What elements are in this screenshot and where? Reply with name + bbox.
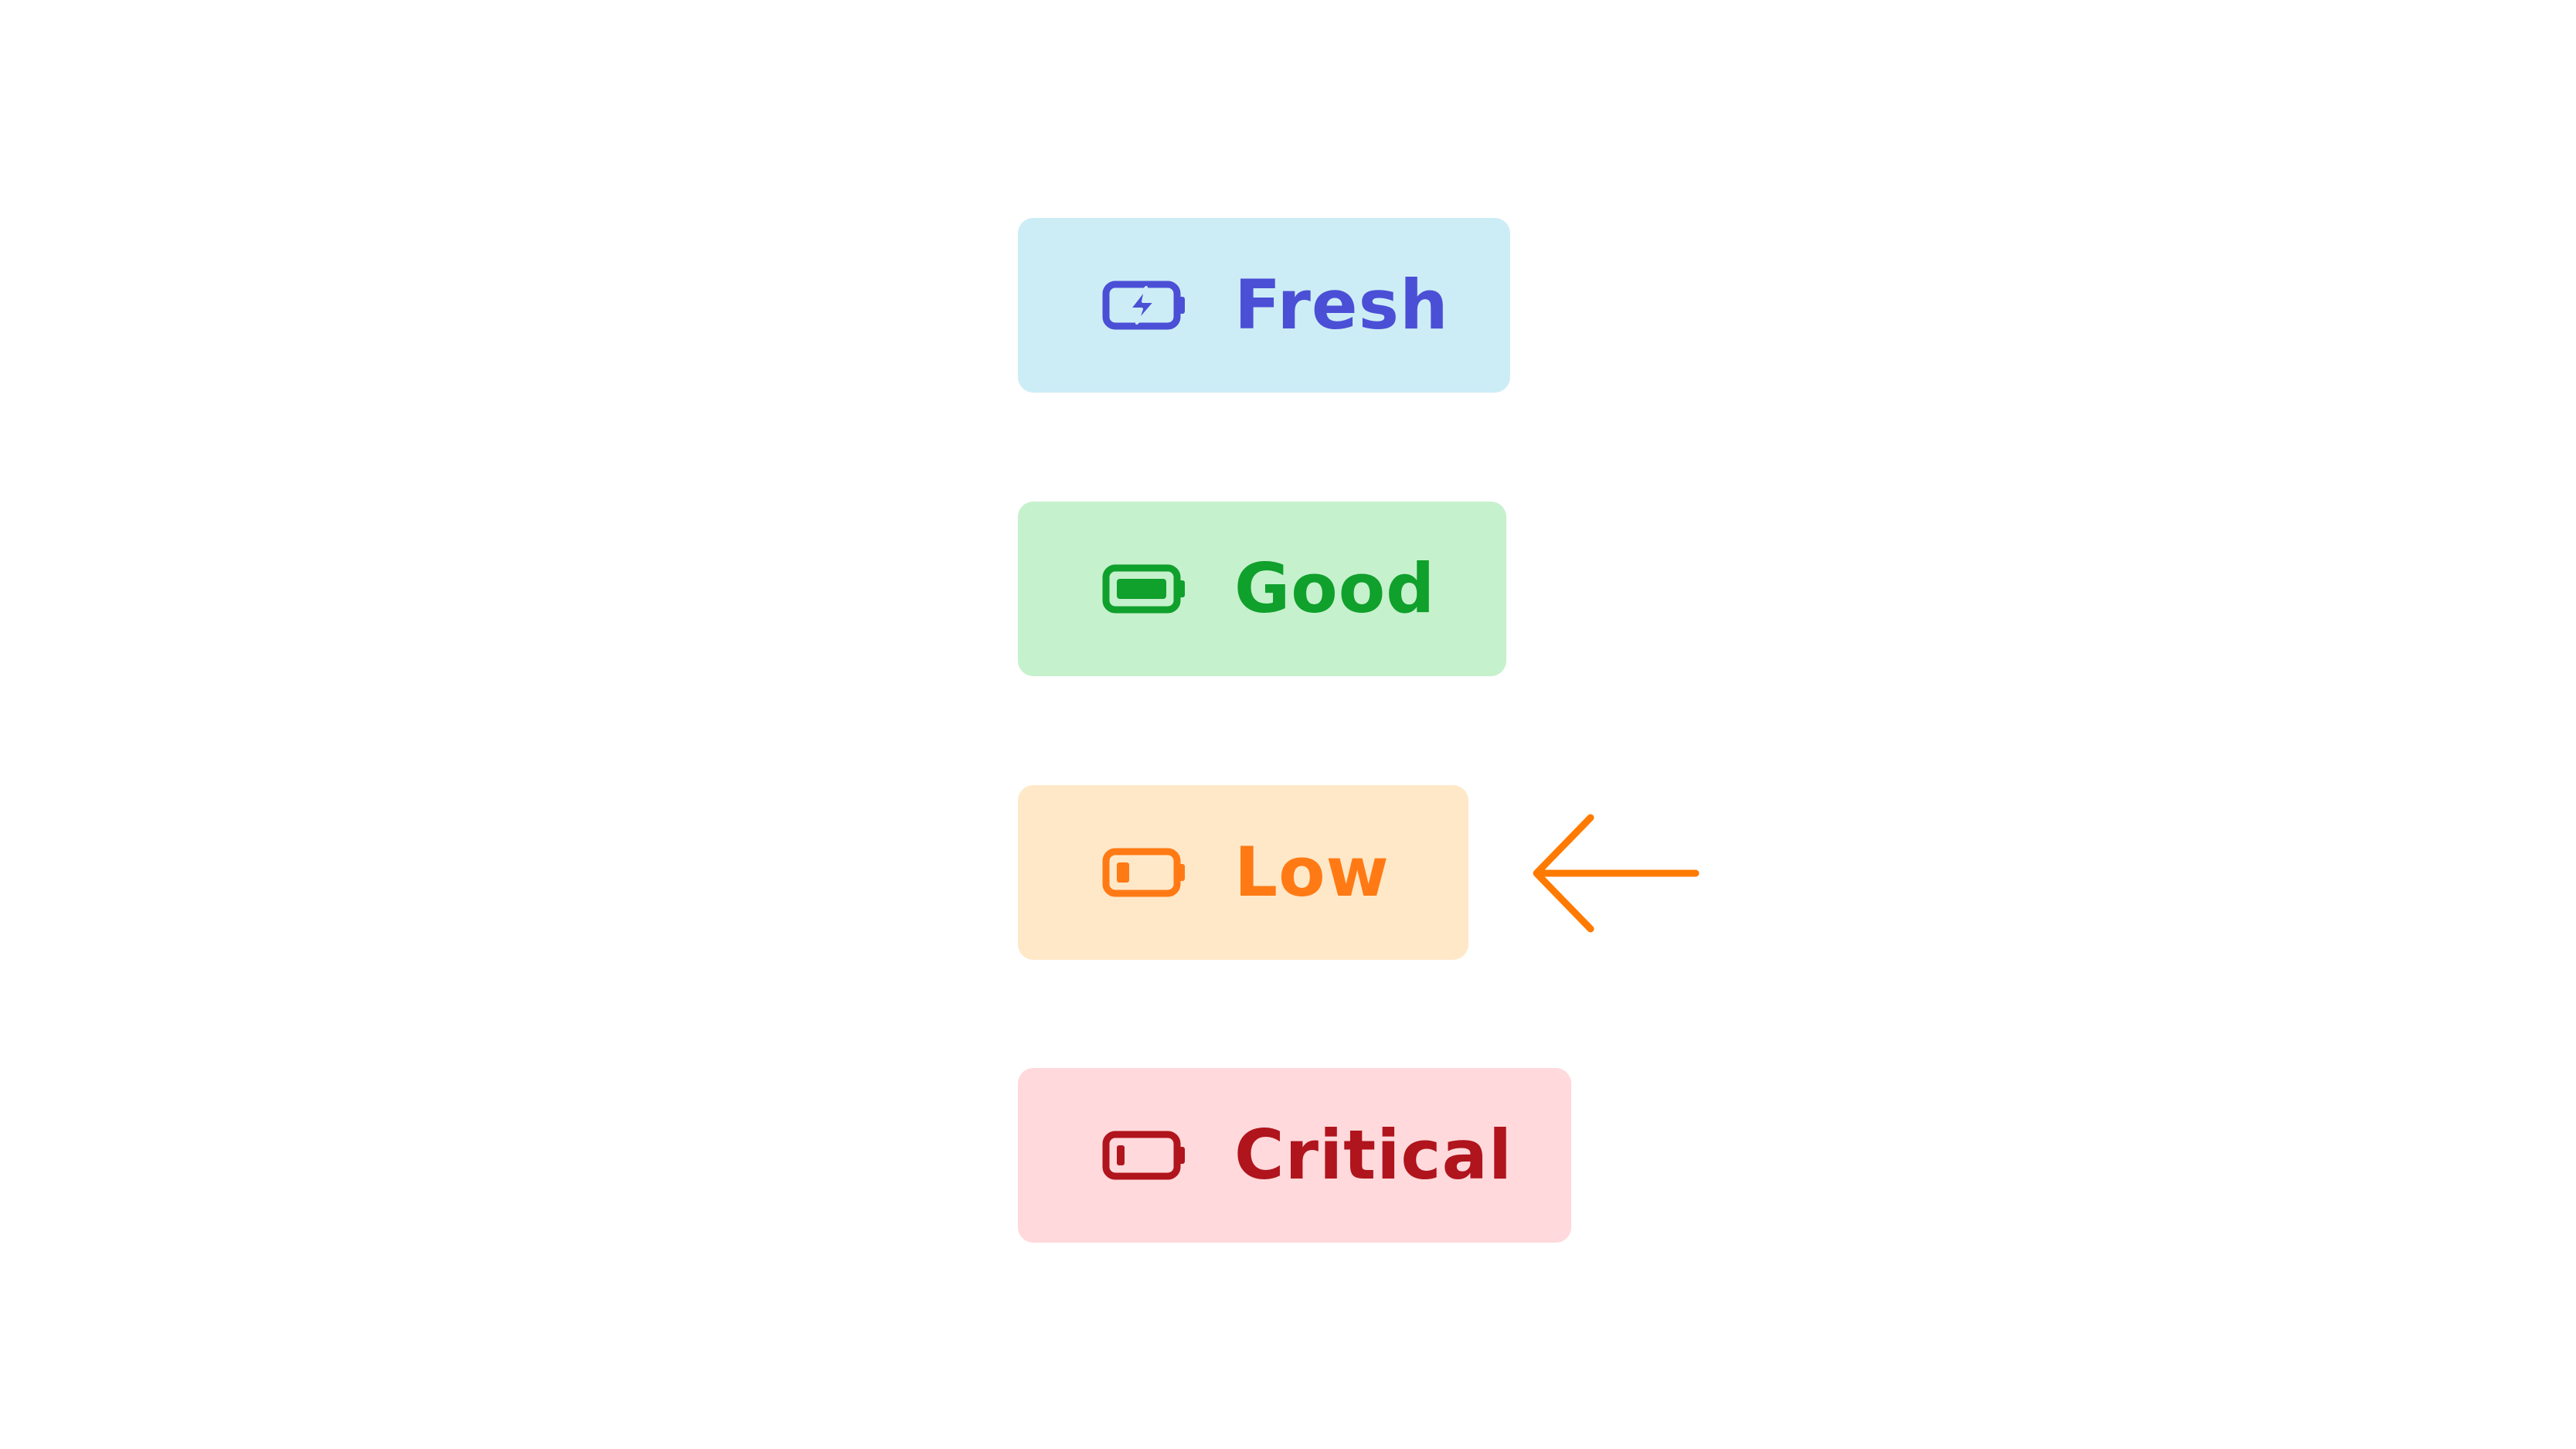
status-badge-critical[interactable]: Critical (1018, 1068, 1571, 1243)
status-badge-fresh[interactable]: Fresh (1018, 218, 1510, 393)
badge-label: Critical (1234, 1115, 1513, 1195)
arrow-left-icon (1533, 814, 1700, 933)
badge-label: Fresh (1234, 265, 1449, 345)
battery-low-icon (1101, 845, 1188, 900)
badge-label: Low (1234, 832, 1390, 912)
badge-label: Good (1234, 549, 1436, 628)
battery-charging-icon (1101, 278, 1188, 332)
status-badge-low[interactable]: Low (1018, 785, 1468, 960)
status-badge-good[interactable]: Good (1018, 502, 1506, 676)
battery-critical-icon (1101, 1128, 1188, 1182)
battery-full-icon (1101, 562, 1188, 616)
